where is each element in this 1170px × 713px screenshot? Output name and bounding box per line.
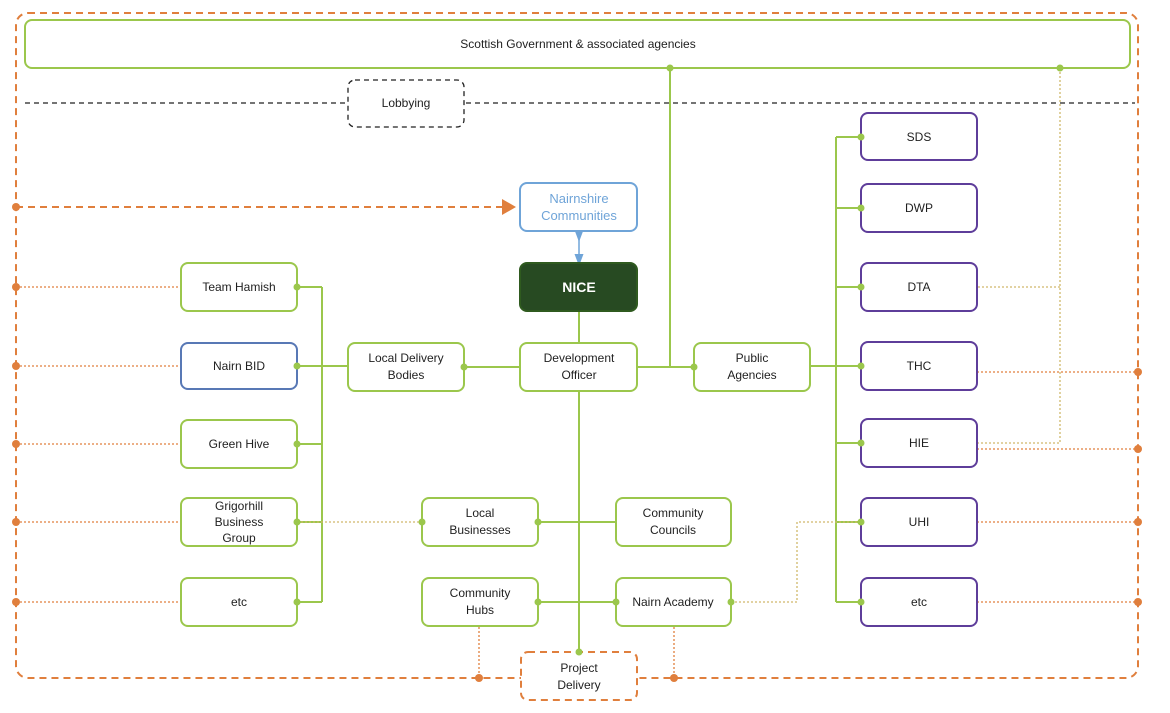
green-junction-dots — [293, 64, 1064, 656]
nairnshire-communities-box: Nairnshire Communities — [519, 182, 638, 232]
nairnshire-line-2: Communities — [541, 208, 617, 223]
grigorhill-line-3: Group — [222, 531, 256, 545]
etc-left-label: etc — [231, 595, 247, 609]
local-businesses-box: Local Businesses — [421, 497, 539, 547]
project-delivery-box: Project Delivery — [520, 651, 638, 701]
public-agencies-line-2: Agencies — [727, 368, 776, 382]
nairn-bid-box: Nairn BID — [180, 342, 298, 390]
nairn-academy-label: Nairn Academy — [632, 595, 713, 609]
green-hive-box: Green Hive — [180, 419, 298, 469]
public-agencies-line-1: Public — [736, 351, 769, 365]
green-connectors — [297, 68, 1061, 652]
grigorhill-line-1: Grigorhill — [215, 499, 263, 513]
team-hamish-label: Team Hamish — [202, 280, 275, 294]
local-businesses-line-2: Businesses — [449, 523, 510, 537]
community-hubs-line-1: Community — [450, 586, 511, 600]
thc-box: THC — [860, 341, 978, 391]
dta-box: DTA — [860, 262, 978, 312]
etc-right-label: etc — [911, 595, 927, 609]
lobbying-label: Lobbying — [382, 96, 431, 110]
public-agencies-box: Public Agencies — [693, 342, 811, 392]
etc-right-box: etc — [860, 577, 978, 627]
uhi-label: UHI — [909, 515, 930, 529]
etc-left-box: etc — [180, 577, 298, 627]
nairnshire-line-1: Nairnshire — [549, 191, 608, 206]
grigorhill-line-2: Business — [215, 515, 264, 529]
nairn-bid-label: Nairn BID — [213, 359, 265, 373]
local-businesses-line-1: Local — [466, 506, 495, 520]
community-hubs-box: Community Hubs — [421, 577, 539, 627]
nice-box: NICE — [519, 262, 638, 312]
sds-label: SDS — [907, 130, 932, 144]
nairn-academy-box: Nairn Academy — [615, 577, 732, 627]
team-hamish-box: Team Hamish — [180, 262, 298, 312]
green-hive-label: Green Hive — [209, 437, 270, 451]
thc-label: THC — [907, 359, 932, 373]
nice-label: NICE — [562, 279, 595, 295]
development-officer-line-1: Development — [544, 351, 615, 365]
sds-box: SDS — [860, 112, 978, 161]
community-councils-box: Community Councils — [615, 497, 732, 547]
dwp-box: DWP — [860, 183, 978, 233]
dwp-label: DWP — [905, 201, 933, 215]
scottish-government-box: Scottish Government & associated agencie… — [24, 19, 1131, 69]
scottish-government-label: Scottish Government & associated agencie… — [460, 37, 695, 51]
grigorhill-box: Grigorhill Business Group — [180, 497, 298, 547]
dta-label: DTA — [907, 280, 930, 294]
development-officer-box: Development Officer — [519, 342, 638, 392]
orange-junction-dots — [12, 203, 1142, 682]
orange-connectors — [16, 199, 1138, 678]
hie-box: HIE — [860, 418, 978, 468]
development-officer-line-2: Officer — [561, 368, 596, 382]
community-councils-line-1: Community — [643, 506, 704, 520]
community-councils-line-2: Councils — [650, 523, 696, 537]
local-delivery-bodies-box: Local Delivery Bodies — [347, 342, 465, 392]
project-delivery-line-2: Delivery — [557, 678, 600, 692]
lobbying-box: Lobbying — [347, 79, 465, 128]
hie-label: HIE — [909, 436, 929, 450]
local-delivery-line-2: Bodies — [388, 368, 425, 382]
uhi-box: UHI — [860, 497, 978, 547]
community-hubs-line-2: Hubs — [466, 603, 494, 617]
local-delivery-line-1: Local Delivery — [368, 351, 443, 365]
project-delivery-line-1: Project — [560, 661, 598, 675]
